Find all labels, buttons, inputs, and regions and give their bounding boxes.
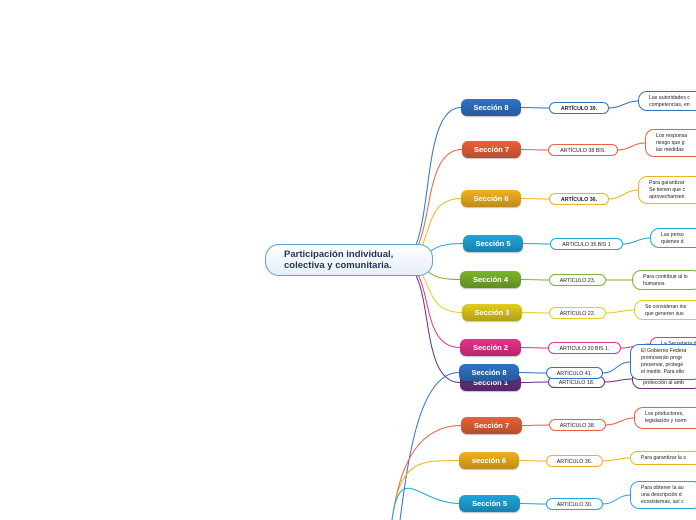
upper-leaf-line-2-2: aprovechamien bbox=[649, 194, 685, 200]
upper-leaf-line-4-0: Para contribuir al lo bbox=[643, 274, 688, 280]
upper-leaf-line-5-1: que generen sus bbox=[645, 311, 684, 317]
upper-article-node-5[interactable]: ARTÍCULO 22. bbox=[549, 307, 606, 319]
lower-edge-article-2 bbox=[519, 503, 547, 505]
upper-section-node-6[interactable]: Sección 2 bbox=[460, 339, 521, 356]
upper-leaf-line-0-1: competencias, en bbox=[649, 102, 690, 108]
lower-leaf-line-2-2: ecosistemas, así c bbox=[641, 499, 684, 505]
upper-article-node-0[interactable]: ARTÍCULO 39. bbox=[549, 102, 609, 114]
upper-edge-root-0 bbox=[397, 107, 462, 263]
upper-edge-leaf-1 bbox=[617, 142, 646, 151]
upper-leaf-line-3-0: Las perso bbox=[661, 232, 684, 238]
lower-leaf-line-2-1: una descripción d bbox=[641, 492, 682, 498]
upper-article-node-3[interactable]: ARTÍCULO 35 BIS 1 bbox=[550, 238, 623, 250]
lower-article-node-0[interactable]: ARTÍCULO 38. bbox=[549, 419, 606, 431]
overlay-edge-article-0 bbox=[518, 372, 547, 374]
upper-section-node-1[interactable]: Sección 7 bbox=[462, 141, 521, 158]
lower-leaf-line-0-1: legislación y norm bbox=[645, 418, 687, 424]
upper-section-node-5[interactable]: Sección 3 bbox=[462, 304, 522, 321]
upper-leaf-line-3-1: quienes d bbox=[661, 239, 684, 245]
upper-edge-leaf-2 bbox=[608, 189, 639, 200]
upper-edge-root-7 bbox=[397, 261, 461, 383]
upper-leaf-line-1-2: las medidas bbox=[656, 147, 684, 153]
upper-edge-leaf-7 bbox=[604, 378, 633, 383]
lower-leaf-line-0-0: Los productores, bbox=[645, 411, 684, 417]
lower-section-node-1[interactable]: sección 6 bbox=[459, 452, 519, 469]
lower-edge-leaf-1 bbox=[602, 457, 631, 462]
upper-article-node-6[interactable]: ARTÍCULO 20 BIS 1. bbox=[548, 342, 621, 354]
upper-leaf-line-5-0: Se consideran ins bbox=[645, 304, 687, 310]
upper-leaf-line-2-0: Para garantizar bbox=[649, 180, 685, 186]
lower-edge-root-2 bbox=[391, 487, 460, 520]
upper-edge-leaf-5 bbox=[605, 309, 635, 314]
lower-leaf-node-0[interactable]: Los productores,legislación y norm bbox=[634, 407, 696, 429]
lower-leaf-line-1-0: Para garantizar la s bbox=[641, 455, 686, 461]
overlay-leaf-line-0-3: el medio. Para ello bbox=[641, 369, 684, 375]
upper-edge-article-4 bbox=[520, 279, 550, 281]
upper-edge-article-2 bbox=[520, 198, 550, 200]
upper-leaf-line-2-1: Se tienen que c bbox=[649, 187, 686, 193]
upper-edge-article-5 bbox=[521, 312, 550, 314]
upper-section-node-4[interactable]: Sección 4 bbox=[460, 271, 521, 288]
overlay-leaf-line-0-2: preservar, protege bbox=[641, 362, 684, 368]
upper-edge-article-1 bbox=[520, 149, 549, 151]
upper-section-node-0[interactable]: Sección 8 bbox=[461, 99, 521, 116]
upper-section-node-2[interactable]: Sección 6 bbox=[461, 190, 521, 207]
overlay-leaf-line-0-0: El Gobierno Federa bbox=[641, 348, 687, 354]
lower-article-node-2[interactable]: ARTÍCULO 30. bbox=[546, 498, 603, 510]
lower-edge-article-0 bbox=[521, 424, 550, 426]
upper-article-node-4[interactable]: ARTÍCULO 23. bbox=[549, 274, 606, 286]
lower-edge-leaf-0 bbox=[605, 417, 635, 426]
overlay-edge-root-0 bbox=[399, 372, 460, 520]
upper-leaf-line-1-1: riesgo que g bbox=[656, 140, 685, 146]
upper-leaf-line-0-0: Las autoridades c bbox=[649, 95, 690, 101]
upper-edge-article-6 bbox=[520, 347, 549, 349]
upper-article-node-2[interactable]: ARTÍCULO 36. bbox=[549, 193, 609, 205]
upper-leaf-line-7-1: protección al amb bbox=[643, 380, 684, 386]
lower-edge-article-1 bbox=[518, 460, 547, 462]
lower-section-node-0[interactable]: Sección 7 bbox=[461, 417, 522, 434]
upper-edge-article-3 bbox=[522, 243, 551, 245]
lower-section-node-2[interactable]: Sección 5 bbox=[459, 495, 520, 512]
upper-leaf-line-1-0: Los responsa bbox=[656, 133, 688, 139]
overlay-article-node-0[interactable]: ARTÍCULO 41. bbox=[546, 367, 603, 379]
root-topic[interactable]: Participación individual, colectiva y co… bbox=[265, 244, 433, 276]
upper-edge-leaf-3 bbox=[622, 237, 651, 245]
upper-article-node-1[interactable]: ARTÍCULO 38 BIS. bbox=[548, 144, 618, 156]
root-topic-line2: colectiva y comunitaria. bbox=[284, 260, 392, 271]
lower-edge-leaf-2 bbox=[602, 494, 631, 505]
upper-leaf-line-4-1: humanos. bbox=[643, 281, 666, 287]
lower-leaf-node-1[interactable]: Para garantizar la s bbox=[630, 451, 696, 465]
root-topic-line1: Participación individual, bbox=[284, 249, 394, 260]
lower-leaf-line-2-0: Para obtener la au bbox=[641, 485, 684, 491]
lower-article-node-1[interactable]: ARTÍCULO 36. bbox=[546, 455, 603, 467]
overlay-edge-leaf-0 bbox=[602, 361, 631, 374]
upper-section-node-3[interactable]: Sección 5 bbox=[463, 235, 523, 252]
overlay-section-node-0[interactable]: Sección 8 bbox=[459, 364, 519, 381]
upper-edge-article-0 bbox=[520, 107, 550, 109]
upper-edge-leaf-0 bbox=[608, 100, 639, 109]
overlay-leaf-line-0-1: promoverán progr bbox=[641, 355, 683, 361]
upper-edge-article-7 bbox=[520, 381, 549, 383]
